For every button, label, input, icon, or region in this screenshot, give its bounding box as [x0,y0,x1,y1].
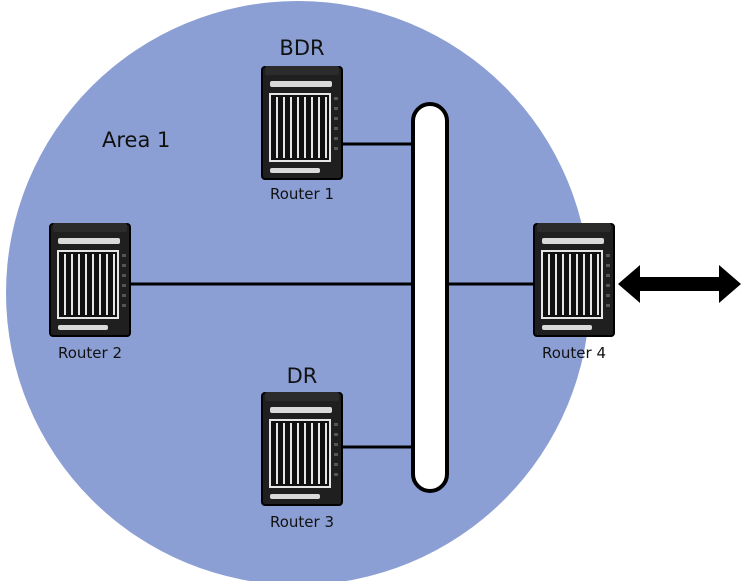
router-1-role: BDR [279,36,324,60]
router-1-label: Router 1 [270,185,334,203]
router-2-icon [49,222,131,337]
shared-segment [411,102,449,493]
router-1-icon [261,65,343,180]
router-3-role: DR [287,364,318,388]
router-3-label: Router 3 [270,513,334,531]
router-4-icon [533,222,615,337]
area-label: Area 1 [102,128,170,152]
double-arrow-icon [618,265,741,303]
router-3-icon [261,391,343,506]
router-4-label: Router 4 [542,344,606,362]
router-2-label: Router 2 [58,344,122,362]
